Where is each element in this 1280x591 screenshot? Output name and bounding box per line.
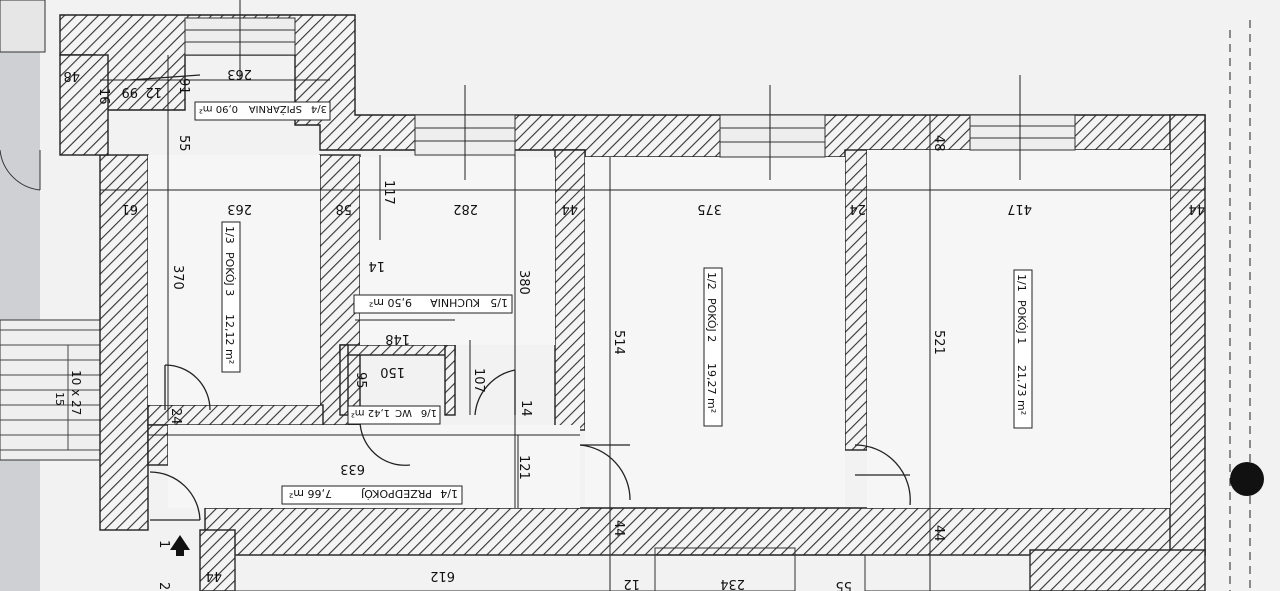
dim-521: 521 (931, 330, 946, 355)
dim-633: 633 (340, 461, 365, 476)
room-area: 0,90 m² (199, 103, 238, 114)
entrance-1-label: 1 (156, 540, 171, 548)
room-label-spizarnia: 3/4 SPIŻARNIA 0,90 m² (194, 101, 331, 121)
room-name: POKÓJ 3 (223, 252, 236, 296)
dim-95: 95 (353, 372, 368, 389)
dim-44a: 44 (561, 201, 578, 216)
entrance-2-label: 2 (156, 582, 171, 590)
room-area: 19,27 m² (705, 363, 718, 413)
room-area: 12,12 m² (223, 314, 236, 364)
room-name: POKÓJ 1 (1015, 300, 1028, 344)
entrance-markers: 1 2 (156, 535, 190, 590)
paper-shadow (0, 0, 40, 591)
dim-107: 107 (471, 368, 486, 393)
room-number: 3/4 (311, 103, 327, 114)
room-number: 1/1 (1015, 274, 1028, 292)
dim-263-room3: 263 (227, 201, 252, 216)
dim-24b: 24 (168, 408, 183, 425)
stairs-sub: 15 (53, 392, 66, 406)
dim-55: 55 (176, 135, 191, 152)
binder-hole-icon (1230, 462, 1264, 496)
dim-282: 282 (453, 201, 478, 216)
dimension-labels: 263 263 282 375 417 370 380 514 521 633 … (63, 66, 1205, 591)
room-number: 1/4 (440, 487, 458, 500)
dim-58: 58 (335, 201, 352, 216)
room-labels: 1/3 POKÓJ 3 12,12 m² 1/5 KUCHNIA 9,50 m²… (194, 101, 1033, 505)
dim-370: 370 (170, 265, 185, 290)
room-area: 1,42 m² (351, 407, 390, 418)
dim-14a: 14 (368, 258, 385, 273)
room-area: 9,50 m² (369, 296, 412, 309)
room-floors (148, 150, 1170, 508)
room-name: KUCHNIA (430, 296, 480, 309)
room-label-wc: 1/6 WC 1,42 m² (347, 405, 441, 425)
dimension-lines (100, 0, 1251, 591)
dim-16: 16 (96, 88, 111, 105)
dim-121: 121 (516, 455, 531, 480)
walls (59, 14, 1206, 591)
room-name: POKÓJ 2 (705, 298, 718, 342)
room-label-pokoj1: 1/1 POKÓJ 1 21,73 m² (1013, 269, 1033, 429)
room-number: 1/6 (421, 407, 437, 418)
room-number: 1/3 (223, 226, 236, 244)
dim-14b: 14 (518, 400, 533, 417)
dim-44b: 44 (1188, 201, 1205, 216)
stairs-label: 10 x 27 (69, 370, 83, 415)
dim-99: 99 (121, 84, 138, 99)
room-name: PRZEDPOKÓJ (361, 487, 432, 500)
room-label-przedpokoj: 1/4 PRZEDPOKÓJ 7,66 m² (281, 485, 463, 505)
room-label-kuchnia: 1/5 KUCHNIA 9,50 m² (353, 294, 513, 314)
dim-24a: 24 (849, 201, 866, 216)
room-name: SPIŻARNIA (249, 103, 302, 116)
room-number: 1/5 (490, 296, 508, 309)
upper-left-fixtures (0, 0, 46, 191)
room-area: 7,66 m² (289, 487, 332, 500)
dim-417: 417 (1007, 201, 1032, 216)
dim-117: 117 (381, 180, 396, 205)
dim-12b: 12 (623, 576, 640, 591)
dim-375: 375 (697, 201, 722, 216)
dim-150: 150 (380, 364, 405, 379)
stairwell: 10 x 27 15 (0, 319, 101, 461)
dim-61: 61 (121, 201, 138, 216)
room-label-pokoj2: 1/2 POKÓJ 2 19,27 m² (703, 267, 723, 427)
dim-514: 514 (611, 330, 626, 355)
dim-12a: 12 (145, 84, 162, 99)
dim-44e: 44 (205, 568, 222, 583)
dim-55b: 55 (835, 578, 852, 591)
dim-91: 91 (176, 78, 191, 95)
room-number: 1/2 (705, 272, 718, 290)
dim-612: 612 (430, 568, 455, 583)
dim-234: 234 (720, 576, 745, 591)
dim-263-top: 263 (227, 66, 252, 81)
dim-48a: 48 (63, 68, 80, 83)
room-name: WC (395, 407, 412, 418)
dim-380: 380 (516, 270, 531, 295)
door-swings (129, 74, 911, 521)
dim-44c: 44 (611, 520, 626, 537)
room-area: 21,73 m² (1015, 365, 1028, 415)
dim-48b: 48 (931, 135, 946, 152)
entrance-arrow-icon (170, 535, 190, 556)
dim-44d: 44 (931, 525, 946, 542)
dim-148: 148 (385, 331, 410, 346)
neighbor-rooms (234, 547, 1031, 591)
room-label-pokoj3: 1/3 POKÓJ 3 12,12 m² (221, 221, 241, 373)
